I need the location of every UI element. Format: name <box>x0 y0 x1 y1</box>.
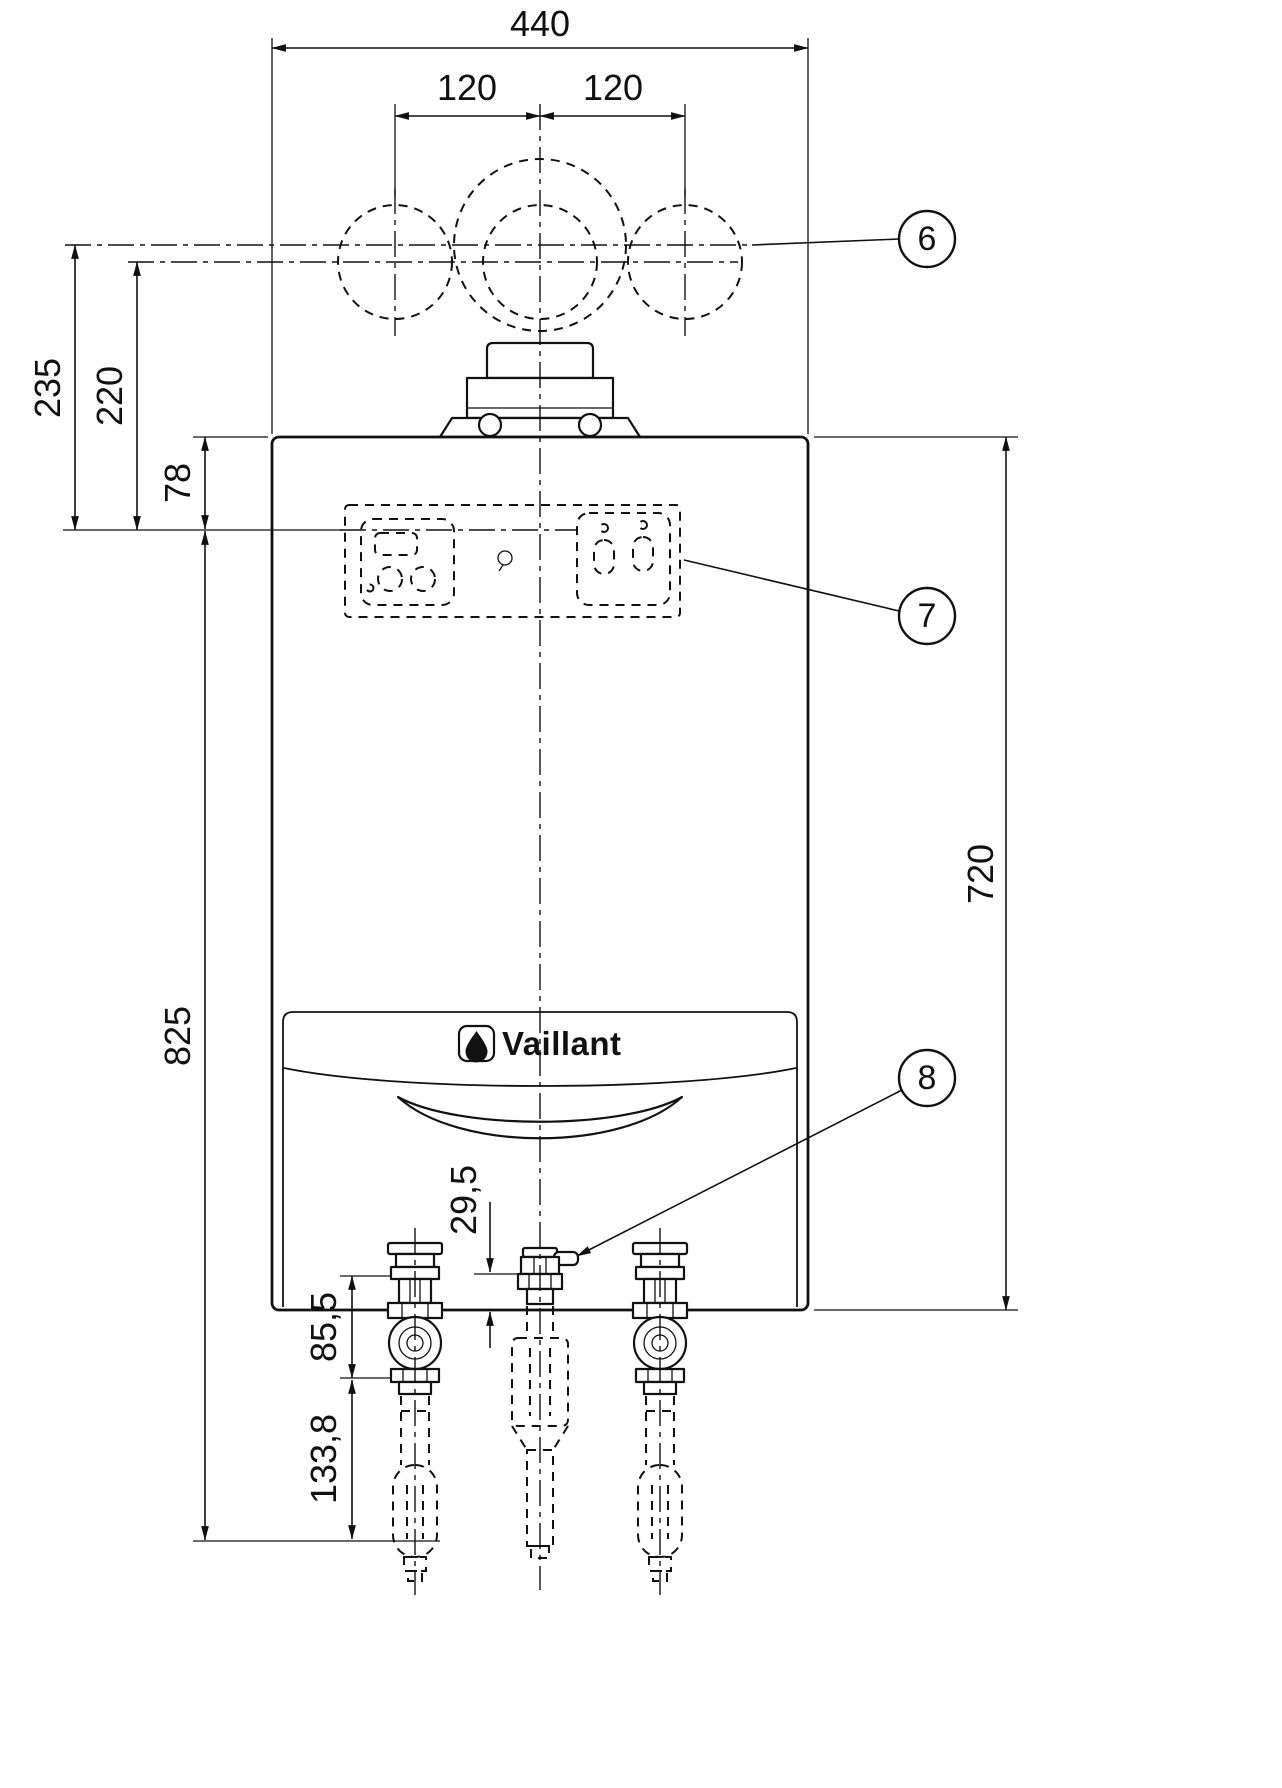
dim-133-8: 133,8 <box>303 1379 356 1540</box>
callout-8-balloon <box>897 1048 957 1108</box>
dim-120-right: 120 <box>539 67 686 196</box>
dim-825: 825 <box>157 530 440 1542</box>
dim-78: 78 <box>63 436 342 531</box>
collar-screw-right <box>577 412 603 438</box>
panel-handle-recess <box>396 1095 684 1140</box>
callout-6: 6 <box>751 209 957 269</box>
dim-235-label: 235 <box>27 358 68 418</box>
collar-screw-left <box>477 412 503 438</box>
callout-8: 8 <box>576 1048 957 1257</box>
logo-text: Vaillant <box>502 1025 622 1062</box>
dim-85-5-label: 85,5 <box>303 1292 344 1362</box>
flame-icon <box>465 1031 488 1063</box>
knockout-left-recess <box>360 518 455 606</box>
dim-133-8-label: 133,8 <box>303 1414 344 1504</box>
dim-120-right-label: 120 <box>583 67 643 108</box>
callout-7: 7 <box>683 559 957 646</box>
dim-440: 440 <box>271 3 809 434</box>
dim-120-left: 120 <box>394 67 541 196</box>
flue-circle-right <box>627 204 743 320</box>
callout-6-number: 6 <box>918 220 937 258</box>
callout-7-balloon <box>897 586 957 646</box>
dim-85-5: 85,5 <box>303 1275 392 1379</box>
center-hole <box>497 550 513 566</box>
centerlines <box>65 104 750 1595</box>
dim-120-left-label: 120 <box>437 67 497 108</box>
dim-235: 235 <box>27 244 79 531</box>
callout-6-balloon <box>897 209 957 269</box>
dim-220-label: 220 <box>89 366 130 426</box>
dim-29-5-label: 29,5 <box>443 1165 484 1235</box>
dim-78-label: 78 <box>157 463 198 503</box>
knockout-right-recess <box>576 512 671 606</box>
dim-720: 720 <box>814 436 1018 1311</box>
dim-825-label: 825 <box>157 1006 198 1066</box>
knockout-panel <box>344 504 681 618</box>
dim-220: 220 <box>89 261 141 531</box>
callout-7-number: 7 <box>918 597 937 635</box>
dim-29-5: 29,5 <box>443 1165 519 1348</box>
vaillant-logo: Vaillant <box>457 1024 622 1063</box>
dim-720-label: 720 <box>960 844 1001 904</box>
callout-8-number: 8 <box>918 1059 937 1097</box>
dim-440-label: 440 <box>510 3 570 44</box>
